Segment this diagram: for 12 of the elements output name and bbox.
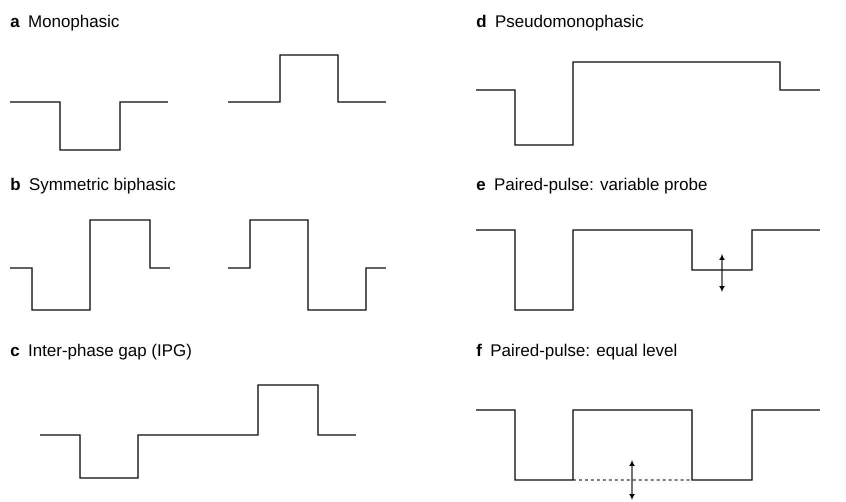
panel-title: Pseudomonophasic — [496, 14, 644, 30]
panel-title: Inter-phase gap (IPG) — [30, 344, 191, 360]
panel-letter: b — [11, 178, 20, 190]
panel-letter: f — [476, 344, 482, 356]
panel-title: Paired-pulse: variable probe — [495, 178, 707, 194]
panel-letter: a — [10, 18, 20, 28]
panel-title: Symmetric biphasic — [30, 178, 176, 194]
panel-letter: e — [476, 180, 486, 190]
panel-title: Paired-pulse: equal level — [492, 344, 676, 360]
panel-letter: d — [476, 14, 486, 28]
panel-letter: c — [10, 346, 20, 356]
panel-title: Monophasic — [29, 14, 119, 30]
